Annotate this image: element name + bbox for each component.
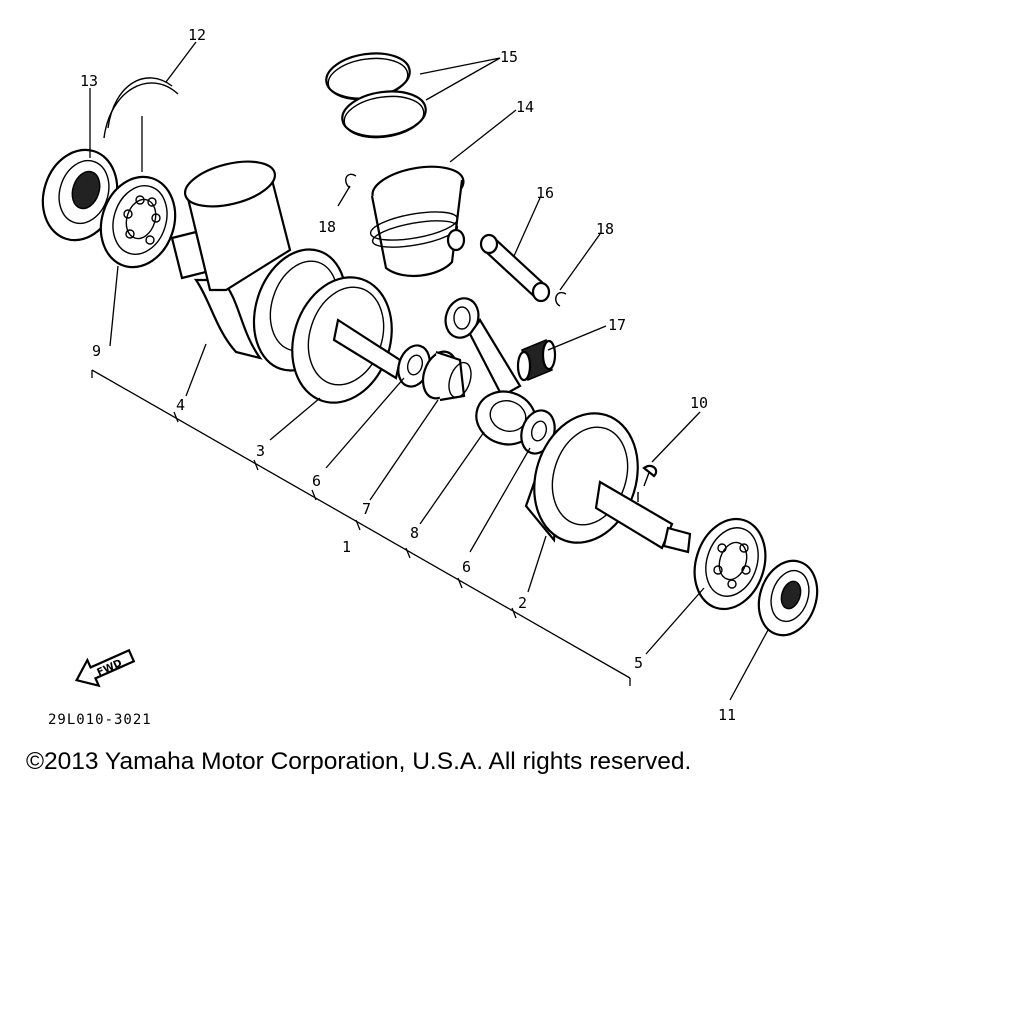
callout-17: 17: [608, 316, 626, 334]
callout-12: 12: [188, 26, 206, 44]
part-9-bearing: [99, 175, 177, 269]
copyright-notice: ©2013 Yamaha Motor Corporation, U.S.A. A…: [26, 748, 692, 775]
part-4-crank-left: [170, 160, 348, 372]
part-17-small-end-bearing: [516, 338, 557, 382]
callout-numbers: 12 13 15 14 16 18 18 17 9 10 4 3 6 7 1 8…: [80, 26, 736, 724]
callout-9: 9: [92, 342, 101, 360]
part-2-crank-right: [524, 412, 692, 554]
callout-2: 2: [518, 594, 527, 612]
fwd-arrow: FWD: [74, 648, 136, 688]
assembly-bracket-line: [91, 369, 631, 686]
callout-3: 3: [256, 442, 265, 460]
callout-5: 5: [634, 654, 643, 672]
exploded-parts-diagram: 12 13 15 14 16 18 18 17 9 10 4 3 6 7 1 8…: [41, 26, 819, 724]
part-11-oil-seal-right: [757, 559, 819, 637]
callout-6-left: 6: [312, 472, 321, 490]
callout-11: 11: [718, 706, 736, 724]
part-5-bearing-right: [693, 517, 767, 611]
callout-18-upper: 18: [318, 218, 336, 236]
part-6-thrust-washer-left: [397, 344, 431, 388]
part-16-piston-pin: [479, 233, 551, 303]
part-14-piston: [369, 165, 466, 277]
part-3-crank-web: [291, 276, 402, 404]
callout-4: 4: [176, 396, 185, 414]
part-18-clip-upper: [345, 173, 357, 189]
leader-lines: [89, 41, 769, 701]
callout-6-right: 6: [462, 558, 471, 576]
callout-13: 13: [80, 72, 98, 90]
callout-15: 15: [500, 48, 518, 66]
callout-10: 10: [690, 394, 708, 412]
part-12-circlip: [103, 77, 179, 139]
part-7-needle-bearing: [421, 350, 472, 402]
part-10-woodruff-key: [642, 464, 658, 478]
part-18-clip-lower: [555, 291, 567, 307]
part-15-piston-rings: [325, 52, 427, 139]
callout-14: 14: [516, 98, 534, 116]
drawing-code: 29L010-3021: [48, 712, 152, 728]
callout-18-lower: 18: [596, 220, 614, 238]
callout-16: 16: [536, 184, 554, 202]
callout-8: 8: [410, 524, 419, 542]
callout-7: 7: [362, 500, 371, 518]
part-8-connecting-rod: [444, 297, 537, 446]
callout-1: 1: [342, 538, 351, 556]
